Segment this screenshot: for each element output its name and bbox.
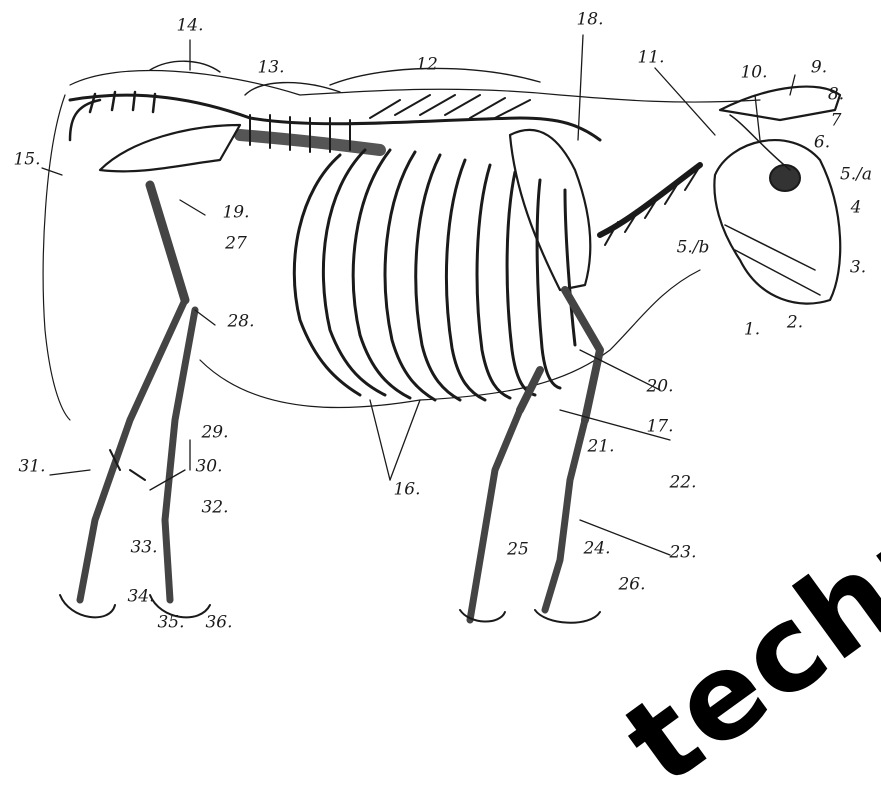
label-3: 3.: [850, 260, 866, 277]
label-29: 29.: [201, 425, 228, 442]
label-18: 18.: [576, 12, 603, 29]
neck-vertebrae: [600, 165, 700, 245]
skull: [714, 87, 840, 304]
tail-outline: [43, 95, 70, 420]
label-36: 36.: [205, 615, 232, 632]
label-15: 15.: [13, 152, 40, 169]
label-17: 17.: [646, 419, 673, 436]
label-16: 16.: [393, 482, 420, 499]
label-31: 31.: [18, 459, 45, 476]
label-32: 32.: [201, 500, 228, 517]
ribcage: [294, 150, 575, 400]
label-6: 6.: [814, 135, 830, 152]
label-33: 33.: [130, 540, 157, 557]
label-22: 22.: [669, 475, 696, 492]
label-27: 27: [225, 236, 247, 253]
label-11: 11.: [637, 50, 664, 67]
label-8: 8.: [828, 87, 844, 104]
label-25: 25: [507, 542, 529, 559]
label-5b: 5./b: [677, 240, 710, 257]
label-12: 12: [416, 57, 438, 74]
label-34: 34.: [127, 589, 154, 606]
label-20: 20.: [646, 379, 673, 396]
label-4: 4: [851, 200, 862, 217]
label-24: 24.: [583, 541, 610, 558]
label-30: 30.: [195, 459, 222, 476]
label-19: 19.: [222, 205, 249, 222]
label-9: 9.: [811, 60, 827, 77]
label-21: 21.: [587, 439, 614, 456]
label-1: 1.: [744, 322, 760, 339]
label-14: 14.: [176, 18, 203, 35]
label-23: 23.: [669, 545, 696, 562]
label-5a: 5./a: [840, 167, 872, 184]
label-7: 7: [831, 113, 842, 130]
label-10: 10.: [740, 65, 767, 82]
label-13: 13.: [257, 60, 284, 77]
label-35: 35.: [157, 615, 184, 632]
label-28: 28.: [227, 314, 254, 331]
label-2: 2.: [787, 315, 803, 332]
spine: [70, 95, 600, 152]
label-26: 26.: [618, 577, 645, 594]
skeleton-diagram: 1. 2. 3. 4 5./a 5./b 6. 7 8. 9. 10. 11. …: [0, 0, 881, 644]
